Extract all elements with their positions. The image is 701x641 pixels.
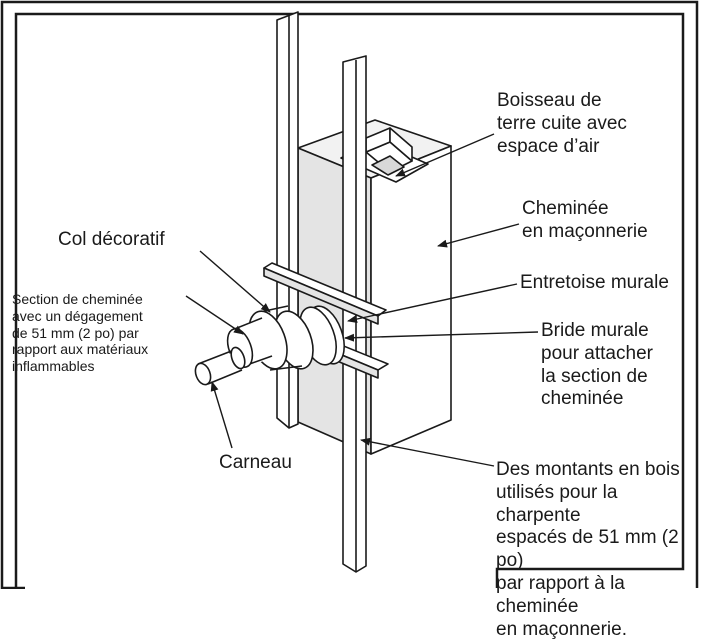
leader-boisseau (395, 133, 495, 177)
label-cheminee: Cheminée en maçonnerie (522, 198, 648, 242)
label-entretoise: Entretoise murale (520, 272, 669, 293)
leader-lines (185, 133, 539, 467)
label-carneau: Carneau (219, 452, 292, 473)
label-montants: Des montants en bois utilisés pour la ch… (496, 459, 680, 640)
leader-carneau (210, 381, 233, 449)
border-frame (0, 0, 699, 589)
label-col-decoratif: Col décoratif (58, 229, 165, 250)
leader-section (185, 295, 244, 335)
leader-entretoise (347, 283, 518, 323)
label-section-cheminee: Section de cheminée avec un dégagement d… (12, 291, 149, 375)
leader-cheminee (437, 223, 520, 248)
label-bride-murale: Bride murale pour attacher la section de… (541, 320, 653, 410)
leader-col (199, 250, 271, 313)
leader-bride (344, 331, 539, 342)
chimney-pipe-assembly (194, 305, 346, 386)
diagram-canvas (0, 0, 699, 589)
label-boisseau: Boisseau de terre cuite avec espace d’ai… (497, 90, 627, 157)
leader-montants (360, 437, 495, 467)
